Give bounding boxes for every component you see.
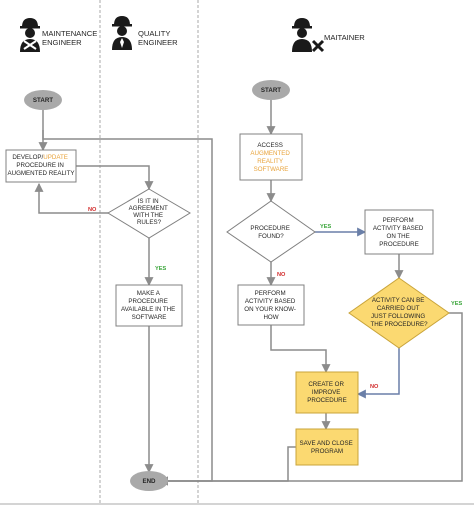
carried-out-decision [348,277,450,349]
connector-agreement-no [34,182,108,214]
access-software-box [239,133,303,181]
agreement-no-label: NO [88,207,97,213]
perform-knowhow-text: PERFORM ACTIVITY BASED ON YOUR KNOW- HOW [244,290,297,321]
found-yes-label: YES [320,224,331,230]
carried-out-text: ACTIVITY CAN BE CARRIED OUT JUST FOLLOWI… [370,297,428,328]
end-label: END [142,478,156,485]
connector-carried-yes [158,312,463,486]
procedure-found-decision [226,200,316,263]
make-procedure-box [115,284,183,327]
worker-tools-icon [292,18,325,53]
worker-tie-icon [112,16,132,50]
found-no-label: NO [277,272,286,278]
procedure-found-text: PROCEDURE FOUND? [250,225,291,240]
lane-title-maintenance: MAINTENANCE ENGINEER [42,29,99,47]
perform-procedure-text: PERFORM ACTIVITY BASED ON THE PROCEDURE [373,217,425,248]
start-label-1: START [33,97,53,104]
access-software-text: ACCESS AUGMENTED REALITY SOFTWARE [250,142,291,173]
agreement-decision [107,188,191,239]
worker-wrench-icon [20,18,40,52]
create-procedure-box [295,371,359,414]
lane-title-maitainer: MAITAINER [324,33,365,42]
perform-knowhow-box [237,284,305,326]
develop-procedure-box [5,149,77,183]
agreement-text: IS IT IN AGREEMENT WITH THE RULES? [129,198,170,226]
connector-carried-no [356,348,400,399]
save-close-box [295,428,359,466]
connector-develop-agreement [76,165,154,191]
connector-perform-create [270,325,331,374]
agreement-yes-label: YES [155,266,166,272]
save-close-text: SAVE AND CLOSE PROGRAM [300,440,355,455]
carried-yes-label: YES [451,301,462,307]
start-label-2: START [261,87,281,94]
connector-save-end [158,446,296,486]
make-procedure-text: MAKE A PROCEDURE AVAILABLE IN THE SOFTWA… [121,290,177,321]
end-terminal [130,471,168,491]
develop-procedure-text: DEVELOP/UPDATE PROCEDURE IN AUGMENTED RE… [7,154,74,177]
create-procedure-text: CREATE OR IMPROVE PROCEDURE [307,381,347,404]
carried-no-label: NO [370,384,379,390]
lane-title-quality: QUALITY ENGINEER [138,29,178,47]
start-terminal-1 [24,90,62,110]
start-terminal-2 [252,80,290,100]
perform-procedure-box [364,209,434,255]
